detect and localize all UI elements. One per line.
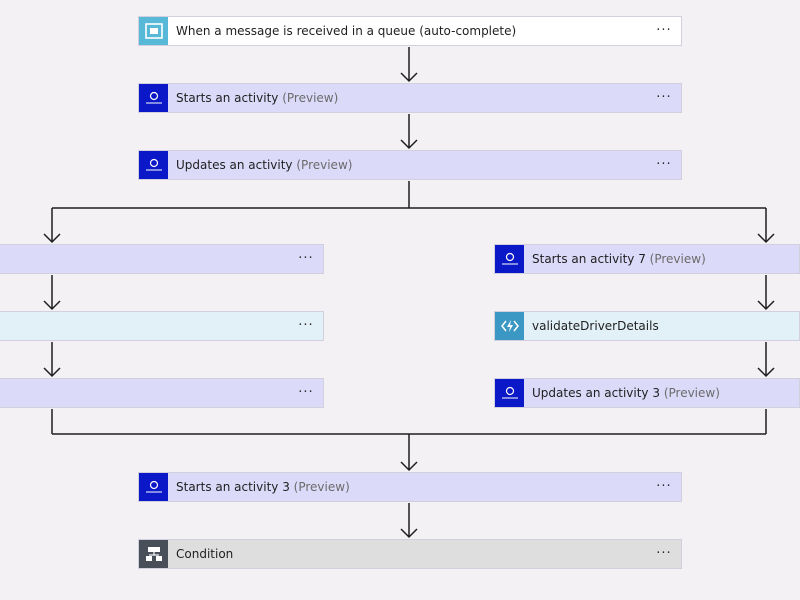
condition-card[interactable]: Condition ··· xyxy=(138,539,682,569)
starts-activity-7-card[interactable]: Starts an activity 7 (Preview) xyxy=(494,244,800,274)
step-title: validateDriverDetails xyxy=(532,319,659,333)
more-options-icon[interactable]: ··· xyxy=(656,23,672,38)
step-title: Updates an activity 3 xyxy=(532,386,660,400)
step-title: Updates an activity xyxy=(176,158,293,172)
condition-title: Condition xyxy=(176,547,234,561)
preview-tag: (Preview) xyxy=(296,158,353,172)
activity-icon xyxy=(495,245,524,273)
activity-icon xyxy=(139,473,168,501)
function-icon xyxy=(495,312,524,340)
starts-activity-3-card[interactable]: Starts an activity 3 (Preview) ··· xyxy=(138,472,682,502)
condition-icon xyxy=(139,540,168,568)
starts-activity-card[interactable]: Starts an activity (Preview) ··· xyxy=(138,83,682,113)
left-branch-card-1[interactable]: ··· xyxy=(0,244,324,274)
left-branch-card-3[interactable]: ··· xyxy=(0,378,324,408)
activity-icon xyxy=(139,84,168,112)
step-title: Starts an activity 7 xyxy=(532,252,646,266)
updates-activity-3-card[interactable]: Updates an activity 3 (Preview) xyxy=(494,378,800,408)
updates-activity-card[interactable]: Updates an activity (Preview) ··· xyxy=(138,150,682,180)
more-options-icon[interactable]: ··· xyxy=(656,90,672,105)
more-options-icon[interactable]: ··· xyxy=(656,479,672,494)
preview-tag: (Preview) xyxy=(663,386,720,400)
activity-icon xyxy=(139,151,168,179)
preview-tag: (Preview) xyxy=(282,91,339,105)
more-options-icon[interactable]: ··· xyxy=(656,157,672,172)
more-options-icon[interactable]: ··· xyxy=(298,251,314,266)
trigger-card[interactable]: When a message is received in a queue (a… xyxy=(138,16,682,46)
left-branch-card-2[interactable]: ··· xyxy=(0,311,324,341)
more-options-icon[interactable]: ··· xyxy=(656,546,672,561)
service-bus-icon xyxy=(139,17,168,45)
preview-tag: (Preview) xyxy=(293,480,350,494)
trigger-title: When a message is received in a queue (a… xyxy=(176,24,517,38)
validate-driver-details-card[interactable]: validateDriverDetails xyxy=(494,311,800,341)
more-options-icon[interactable]: ··· xyxy=(298,318,314,333)
step-title: Starts an activity 3 xyxy=(176,480,290,494)
preview-tag: (Preview) xyxy=(649,252,706,266)
step-title: Starts an activity xyxy=(176,91,279,105)
more-options-icon[interactable]: ··· xyxy=(298,385,314,400)
activity-icon xyxy=(495,379,524,407)
